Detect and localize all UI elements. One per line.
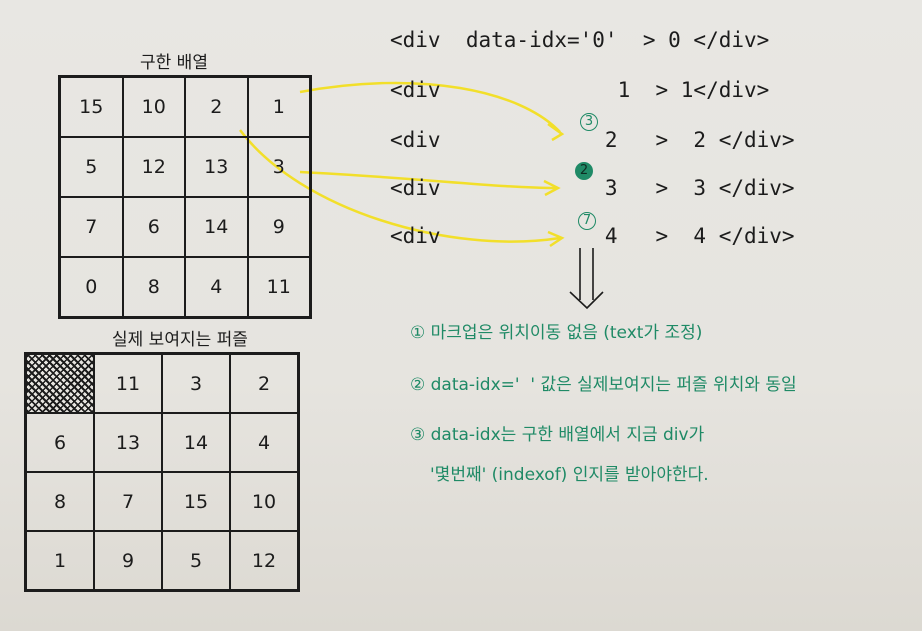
- grid-cell-value: 12: [251, 549, 277, 572]
- down-arrow: [569, 248, 604, 310]
- grid-cell: 11: [94, 354, 162, 413]
- grid-cell-value: 2: [210, 96, 223, 118]
- grid-cell-value: 14: [204, 216, 229, 238]
- grid-cell-value: 7: [121, 490, 135, 513]
- grid-cell-value: 7: [85, 216, 98, 238]
- grid-cell: 1: [26, 531, 94, 590]
- code-line-2: <div 2 > 2 </div>: [390, 128, 795, 152]
- arrow-1-head: [547, 122, 565, 142]
- code-line-1: <div 1 > 1</div>: [390, 78, 770, 102]
- grid-cell-value: 6: [147, 216, 160, 238]
- grid-cell: 10: [230, 472, 298, 531]
- grid-cell: 10: [122, 77, 185, 137]
- grid-cell: 7: [94, 472, 162, 531]
- grid-cell: 8: [122, 257, 185, 317]
- grid-cell: 6: [26, 413, 94, 472]
- grid-cell-value: 1: [53, 549, 67, 572]
- grid-cell: 9: [247, 197, 310, 257]
- grid-cell: 14: [185, 197, 248, 257]
- grid-cell: 15: [162, 472, 230, 531]
- grid-cell: 6: [122, 197, 185, 257]
- marker-2: 2: [575, 162, 593, 180]
- bottom-grid-title: 실제 보여지는 퍼즐: [112, 330, 248, 350]
- grid-cell: 11: [247, 257, 310, 317]
- visible-puzzle-grid: 11 3 2 6 13 14 4 8 7 15 10 1 9 5 12: [24, 352, 300, 592]
- grid-cell-value: 13: [204, 156, 229, 178]
- marker-3: 7: [578, 212, 596, 230]
- grid-cell-value: 0: [85, 276, 98, 298]
- grid-cell-value: 4: [210, 276, 223, 298]
- note-3: ③ data-idx는 구한 배열에서 지금 div가: [410, 425, 705, 445]
- grid-cell: 0: [60, 257, 123, 317]
- grid-cell-value: 15: [183, 490, 209, 513]
- note-1: ① 마크업은 위치이동 없음 (text가 조정): [410, 323, 703, 343]
- grid-cell: 1: [247, 77, 310, 137]
- grid-cell: 13: [94, 413, 162, 472]
- grid-cell-value: 10: [141, 96, 166, 118]
- grid-cell-value: 11: [115, 372, 141, 395]
- code-line-0: <div data-idx='0' > 0 </div>: [390, 28, 770, 52]
- grid-cell: 4: [230, 413, 298, 472]
- grid-cell: 3: [162, 354, 230, 413]
- grid-cell: 13: [185, 137, 248, 197]
- arrow-2-head: [547, 230, 565, 248]
- grid-cell: 2: [185, 77, 248, 137]
- grid-cell-value: 6: [53, 431, 67, 454]
- code-line-3: <div 3 > 3 </div>: [390, 176, 795, 200]
- grid-cell-value: 13: [115, 431, 141, 454]
- grid-cell: 12: [230, 531, 298, 590]
- arrow-3-head: [543, 179, 561, 197]
- grid-cell: 9: [94, 531, 162, 590]
- grid-cell-value: 5: [85, 156, 98, 178]
- grid-cell: 15: [60, 77, 123, 137]
- arrow-1-to-line2: [299, 81, 561, 133]
- grid-cell: 8: [26, 472, 94, 531]
- grid-cell: 2: [230, 354, 298, 413]
- grid-cell-value: 3: [272, 156, 285, 178]
- grid-cell-value: 11: [266, 276, 291, 298]
- top-grid-title: 구한 배열: [140, 53, 208, 73]
- marker-1: 3: [580, 113, 598, 131]
- empty-cell: [26, 354, 94, 413]
- grid-cell: 5: [162, 531, 230, 590]
- note-4: '몇번째' (indexof) 인지를 받아야한다.: [430, 465, 709, 485]
- grid-cell-value: 4: [257, 431, 271, 454]
- arrow-3-to-line3: [299, 170, 557, 190]
- grid-cell-value: 3: [189, 372, 203, 395]
- grid-cell: 5: [60, 137, 123, 197]
- grid-cell-value: 1: [272, 96, 285, 118]
- grid-cell-value: 9: [121, 549, 135, 572]
- grid-cell-value: 14: [183, 431, 209, 454]
- grid-cell-value: 12: [141, 156, 166, 178]
- grid-cell: 3: [247, 137, 310, 197]
- note-2: ② data-idx=' ' 값은 실제보여지는 퍼즐 위치와 동일: [410, 375, 797, 395]
- grid-cell: 12: [122, 137, 185, 197]
- grid-cell-value: 8: [53, 490, 67, 513]
- grid-cell-value: 9: [272, 216, 285, 238]
- grid-cell-value: 8: [147, 276, 160, 298]
- grid-cell-value: 5: [189, 549, 203, 572]
- grid-cell-value: 10: [251, 490, 277, 513]
- grid-cell: 7: [60, 197, 123, 257]
- grid-cell: 4: [185, 257, 248, 317]
- code-line-4: <div 4 > 4 </div>: [390, 224, 795, 248]
- grid-cell: 14: [162, 413, 230, 472]
- grid-cell-value: 15: [79, 96, 104, 118]
- grid-cell-value: 2: [257, 372, 271, 395]
